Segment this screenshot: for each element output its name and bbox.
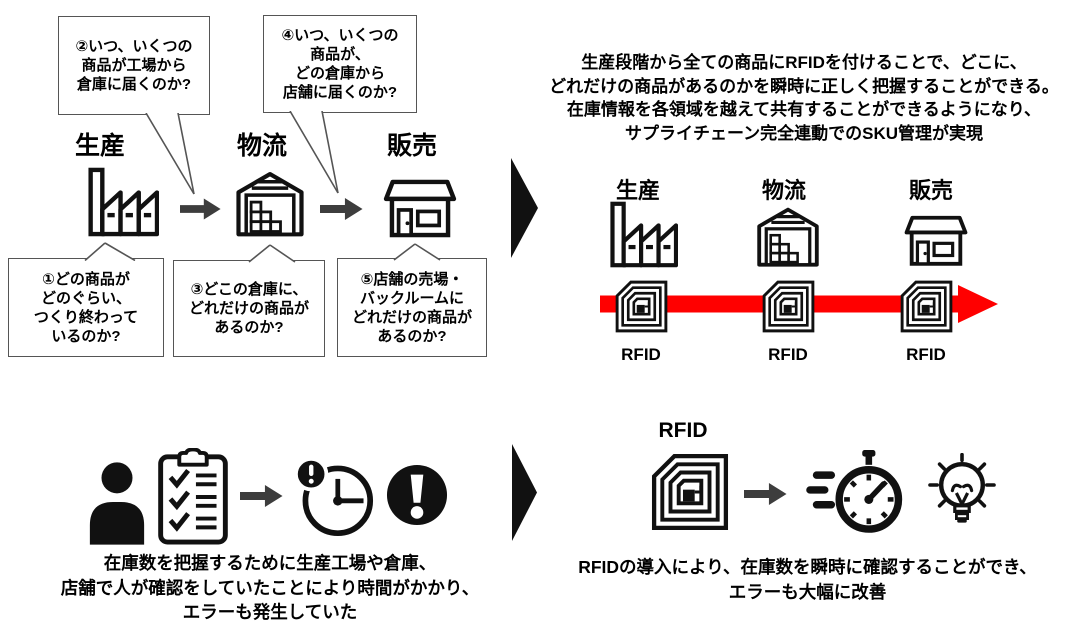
stage-label-production: 生産: [74, 132, 125, 160]
callout-q1-tail: [84, 242, 136, 261]
checklist-clipboard-icon: [156, 448, 230, 546]
transition-triangle-icon: [512, 444, 537, 541]
line: 店舗で人が確認をしていたことにより時間がかかり、: [60, 577, 480, 598]
line: 在庫情報を各領域を越えて共有することができるようになり、: [566, 100, 1042, 119]
before-caption: 在庫数を把握するために生産工場や倉庫、 店舗で人が確認をしていたことにより時間が…: [15, 551, 525, 625]
rfid-tag-icon: [900, 280, 953, 333]
line: ③どこの倉庫に、: [190, 281, 308, 298]
arrow-right-icon: [240, 483, 284, 509]
stage-label-sales: 販売: [908, 178, 953, 203]
transition-triangle-icon: [511, 158, 538, 258]
callout-q3: ③どこの倉庫に、 どれだけの商品が あるのか?: [173, 260, 325, 357]
callout-q1: ①どの商品が どのぐらい、 つくり終わって いるのか?: [8, 258, 164, 357]
line: RFIDの導入により、在庫数を瞬時に確認することができ、: [578, 557, 1037, 577]
factory-icon: [607, 201, 678, 268]
line: あるのか?: [377, 327, 447, 345]
clock-alert-icon: [294, 457, 374, 537]
callout-q5-tail: [393, 243, 441, 261]
error-alert-icon: [386, 464, 448, 526]
line: あるのか?: [214, 319, 284, 336]
line: どのぐらい、: [40, 289, 131, 307]
line: バックルームに: [359, 289, 465, 307]
line: 生産段階から全ての商品にRFIDを付けることで、どこに、: [581, 53, 1027, 72]
stage-label-logistics: 物流: [236, 132, 287, 160]
store-icon: [383, 176, 457, 238]
line: 倉庫に届くのか?: [76, 76, 192, 93]
rfid-tag-label: RFID: [768, 345, 808, 364]
rfid-benefit-description: 生産段階から全ての商品にRFIDを付けることで、どこに、 どれだけの商品があるの…: [538, 51, 1070, 145]
store-icon: [904, 211, 968, 268]
line: ⑤店舗の売場・: [360, 270, 464, 288]
rfid-tag-label: RFID: [621, 345, 661, 364]
line: エラーも発生していた: [182, 602, 358, 622]
rfid-tag-icon: [615, 280, 668, 333]
rfid-tag-icon: [651, 452, 729, 532]
stage-label-logistics: 物流: [761, 178, 806, 203]
person-icon: [86, 461, 148, 545]
line: いるのか?: [51, 327, 121, 345]
line: ②いつ、いくつの: [75, 38, 193, 55]
line: 店舗に届くのか?: [282, 84, 398, 101]
arrow-right-icon: [180, 196, 222, 222]
line: どれだけの商品が: [188, 300, 309, 317]
rfid-title: RFID: [658, 419, 708, 442]
stopwatch-speed-icon: [804, 450, 904, 534]
callout-q2-tail: [145, 113, 195, 195]
line: 商品が工場から: [81, 57, 187, 74]
callout-q5: ⑤店舗の売場・ バックルームに どれだけの商品が あるのか?: [337, 258, 487, 357]
line: ④いつ、いくつの: [281, 27, 399, 44]
line: 商品が、: [310, 46, 370, 63]
after-caption: RFIDの導入により、在庫数を瞬時に確認することができ、 エラーも大幅に改善: [545, 555, 1070, 604]
line: ①どの商品が: [42, 270, 130, 288]
arrow-right-icon: [320, 196, 364, 222]
line: どれだけの商品があるのかを瞬時に正しく把握することができる。: [549, 76, 1059, 96]
callout-q3-tail: [248, 244, 296, 263]
line: 在庫数を把握するために生産工場や倉庫、: [103, 553, 437, 573]
line: どの倉庫から: [294, 65, 385, 82]
rfid-tag-label: RFID: [906, 345, 946, 364]
line: つくり終わって: [33, 308, 139, 326]
line: サプライチェーン完全連動でのSKU管理が実現: [624, 123, 984, 143]
line: どれだけの商品が: [351, 308, 472, 326]
lightbulb-icon: [922, 453, 1002, 533]
stage-label-sales: 販売: [386, 132, 437, 160]
callout-q2: ②いつ、いくつの 商品が工場から 倉庫に届くのか?: [58, 16, 210, 115]
rfid-tag-icon: [762, 280, 815, 333]
warehouse-icon: [756, 204, 820, 269]
stage-label-production: 生産: [615, 178, 660, 203]
arrow-right-icon: [744, 481, 788, 507]
line: エラーも大幅に改善: [728, 581, 887, 602]
callout-q4: ④いつ、いくつの 商品が、 どの倉庫から 店舗に届くのか?: [263, 15, 417, 113]
callout-q4-tail: [289, 111, 339, 194]
